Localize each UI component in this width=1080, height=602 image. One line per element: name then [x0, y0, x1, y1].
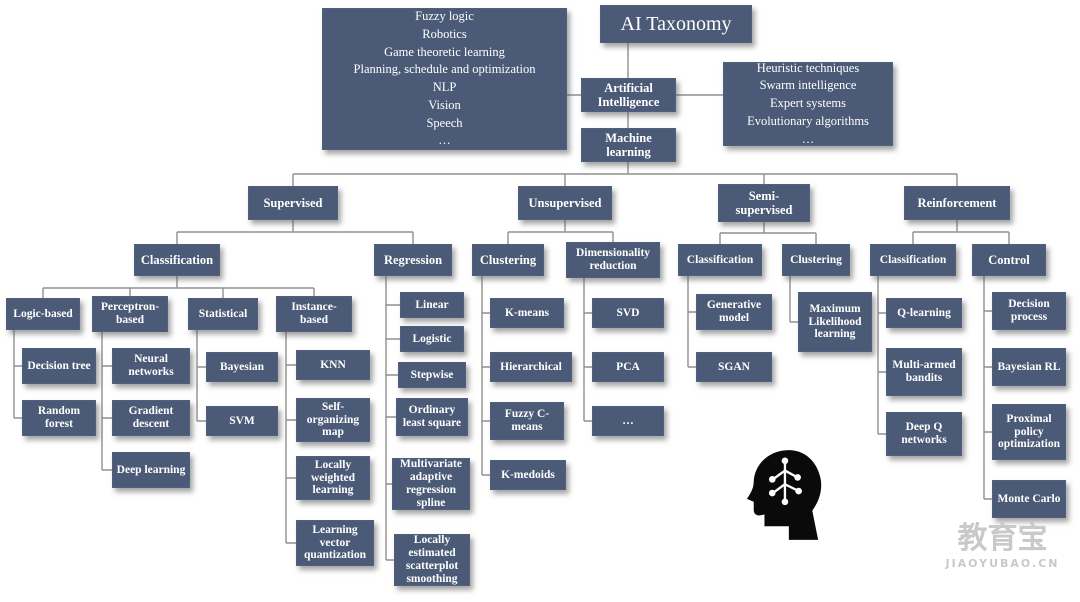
node-generative-model: Generative model [696, 294, 772, 330]
ai-domain-item: Vision [428, 97, 461, 112]
node-monte-carlo: Monte Carlo [992, 480, 1066, 518]
node-classification-reinforcement: Classification [870, 244, 956, 276]
node-svd: SVD [592, 298, 664, 328]
node-machine-learning: Machine learning [581, 128, 676, 162]
node-artificial-intelligence: Artificial Intelligence [581, 78, 676, 112]
node-random-forest: Random forest [22, 400, 96, 436]
node-knn: KNN [296, 350, 370, 380]
node-learning-vector-quantization: Learning vector quantization [296, 520, 374, 566]
node-k-medoids: K-medoids [490, 460, 566, 490]
node-unsupervised: Unsupervised [518, 186, 612, 220]
ai-technique-item: Evolutionary algorithms [747, 113, 869, 128]
node-locally-weighted-learning: Locally weighted learning [296, 456, 370, 500]
ai-technique-item: … [801, 131, 815, 146]
node-neural-networks: Neural networks [112, 348, 190, 384]
node-ordinary-least-square: Ordinary least square [396, 398, 468, 436]
ai-domain-item: Speech [426, 115, 463, 130]
node-reinforcement: Reinforcement [904, 186, 1010, 220]
ai-technique-item: Swarm intelligence [759, 78, 857, 93]
node-self-organizing-map: Self-organizing map [296, 398, 370, 442]
node-logistic: Logistic [400, 326, 464, 352]
ai-domain-item: NLP [432, 80, 457, 94]
node-logic-based: Logic-based [6, 298, 80, 330]
node-classification-supervised: Classification [134, 244, 220, 276]
ai-domain-item: Planning, schedule and optimization [353, 62, 536, 77]
watermark: 教育宝 JIAOYUBAO.CN [930, 521, 1075, 570]
node-fuzzy-c-means: Fuzzy C-means [490, 402, 564, 440]
node-dimensionality-reduction: Dimensionality reduction [566, 242, 660, 278]
ai-domain-item: … [438, 133, 451, 148]
node-classification-semi: Classification [678, 244, 762, 276]
node-proximal-policy-optimization: Proximal policy optimization [992, 404, 1066, 460]
node-clustering-unsupervised: Clustering [472, 244, 544, 276]
head-brain-icon [742, 448, 824, 545]
node-k-means: K-means [490, 298, 564, 328]
node-clustering-semi: Clustering [782, 244, 850, 276]
node-q-learning: Q-learning [886, 298, 962, 328]
node-svm: SVM [206, 406, 278, 436]
ai-technique-item: Expert systems [769, 96, 847, 111]
page-title: AI Taxonomy [600, 5, 752, 43]
node-sgan: SGAN [696, 352, 772, 382]
node-linear: Linear [400, 292, 464, 318]
ai-domain-item: Robotics [422, 26, 467, 41]
node-decision-tree: Decision tree [22, 348, 96, 384]
node-decision-process: Decision process [992, 292, 1066, 330]
node-deep-q-networks: Deep Q networks [886, 412, 962, 456]
ai-technique-item: Heuristic techniques [756, 60, 860, 75]
node-bayesian-rl: Bayesian RL [992, 348, 1066, 386]
ai-domains-box: Fuzzy logic Robotics Game theoretic lear… [322, 8, 567, 150]
node-deep-learning: Deep learning [112, 452, 190, 488]
node-gradient-descent: Gradient descent [112, 400, 190, 436]
node-control: Control [972, 244, 1046, 276]
node-regression: Regression [374, 244, 452, 276]
node-supervised: Supervised [248, 186, 338, 220]
node-statistical: Statistical [188, 298, 258, 330]
node-bayesian: Bayesian [206, 352, 278, 382]
node-stepwise: Stepwise [398, 362, 466, 388]
watermark-logo-text: 教育宝 [957, 521, 1048, 556]
node-multi-armed-bandits: Multi-armed bandits [886, 348, 962, 396]
node-multivariate-adaptive-regression-spline: Multivariate adaptive regression spline [392, 458, 470, 510]
watermark-domain-text: JIAOYUBAO.CN [945, 556, 1060, 570]
ai-domain-item: Game theoretic learning [384, 44, 505, 59]
ai-techniques-box: Heuristic techniques Swarm intelligence … [723, 60, 893, 146]
node-hierarchical: Hierarchical [490, 352, 572, 382]
node-pca: PCA [592, 352, 664, 382]
ai-domain-item: Fuzzy logic [415, 9, 474, 23]
node-locally-estimated-scatterplot-smoothing: Locally estimated scatterplot smoothing [394, 534, 470, 586]
node-perceptron-based: Perceptron-based [92, 296, 168, 332]
node-semi-supervised: Semi-supervised [718, 184, 810, 222]
node-maximum-likelihood-learning: Maximum Likelihood learning [798, 292, 872, 352]
node-dimred-ellipsis: … [592, 406, 664, 436]
node-instance-based: Instance-based [276, 296, 352, 332]
